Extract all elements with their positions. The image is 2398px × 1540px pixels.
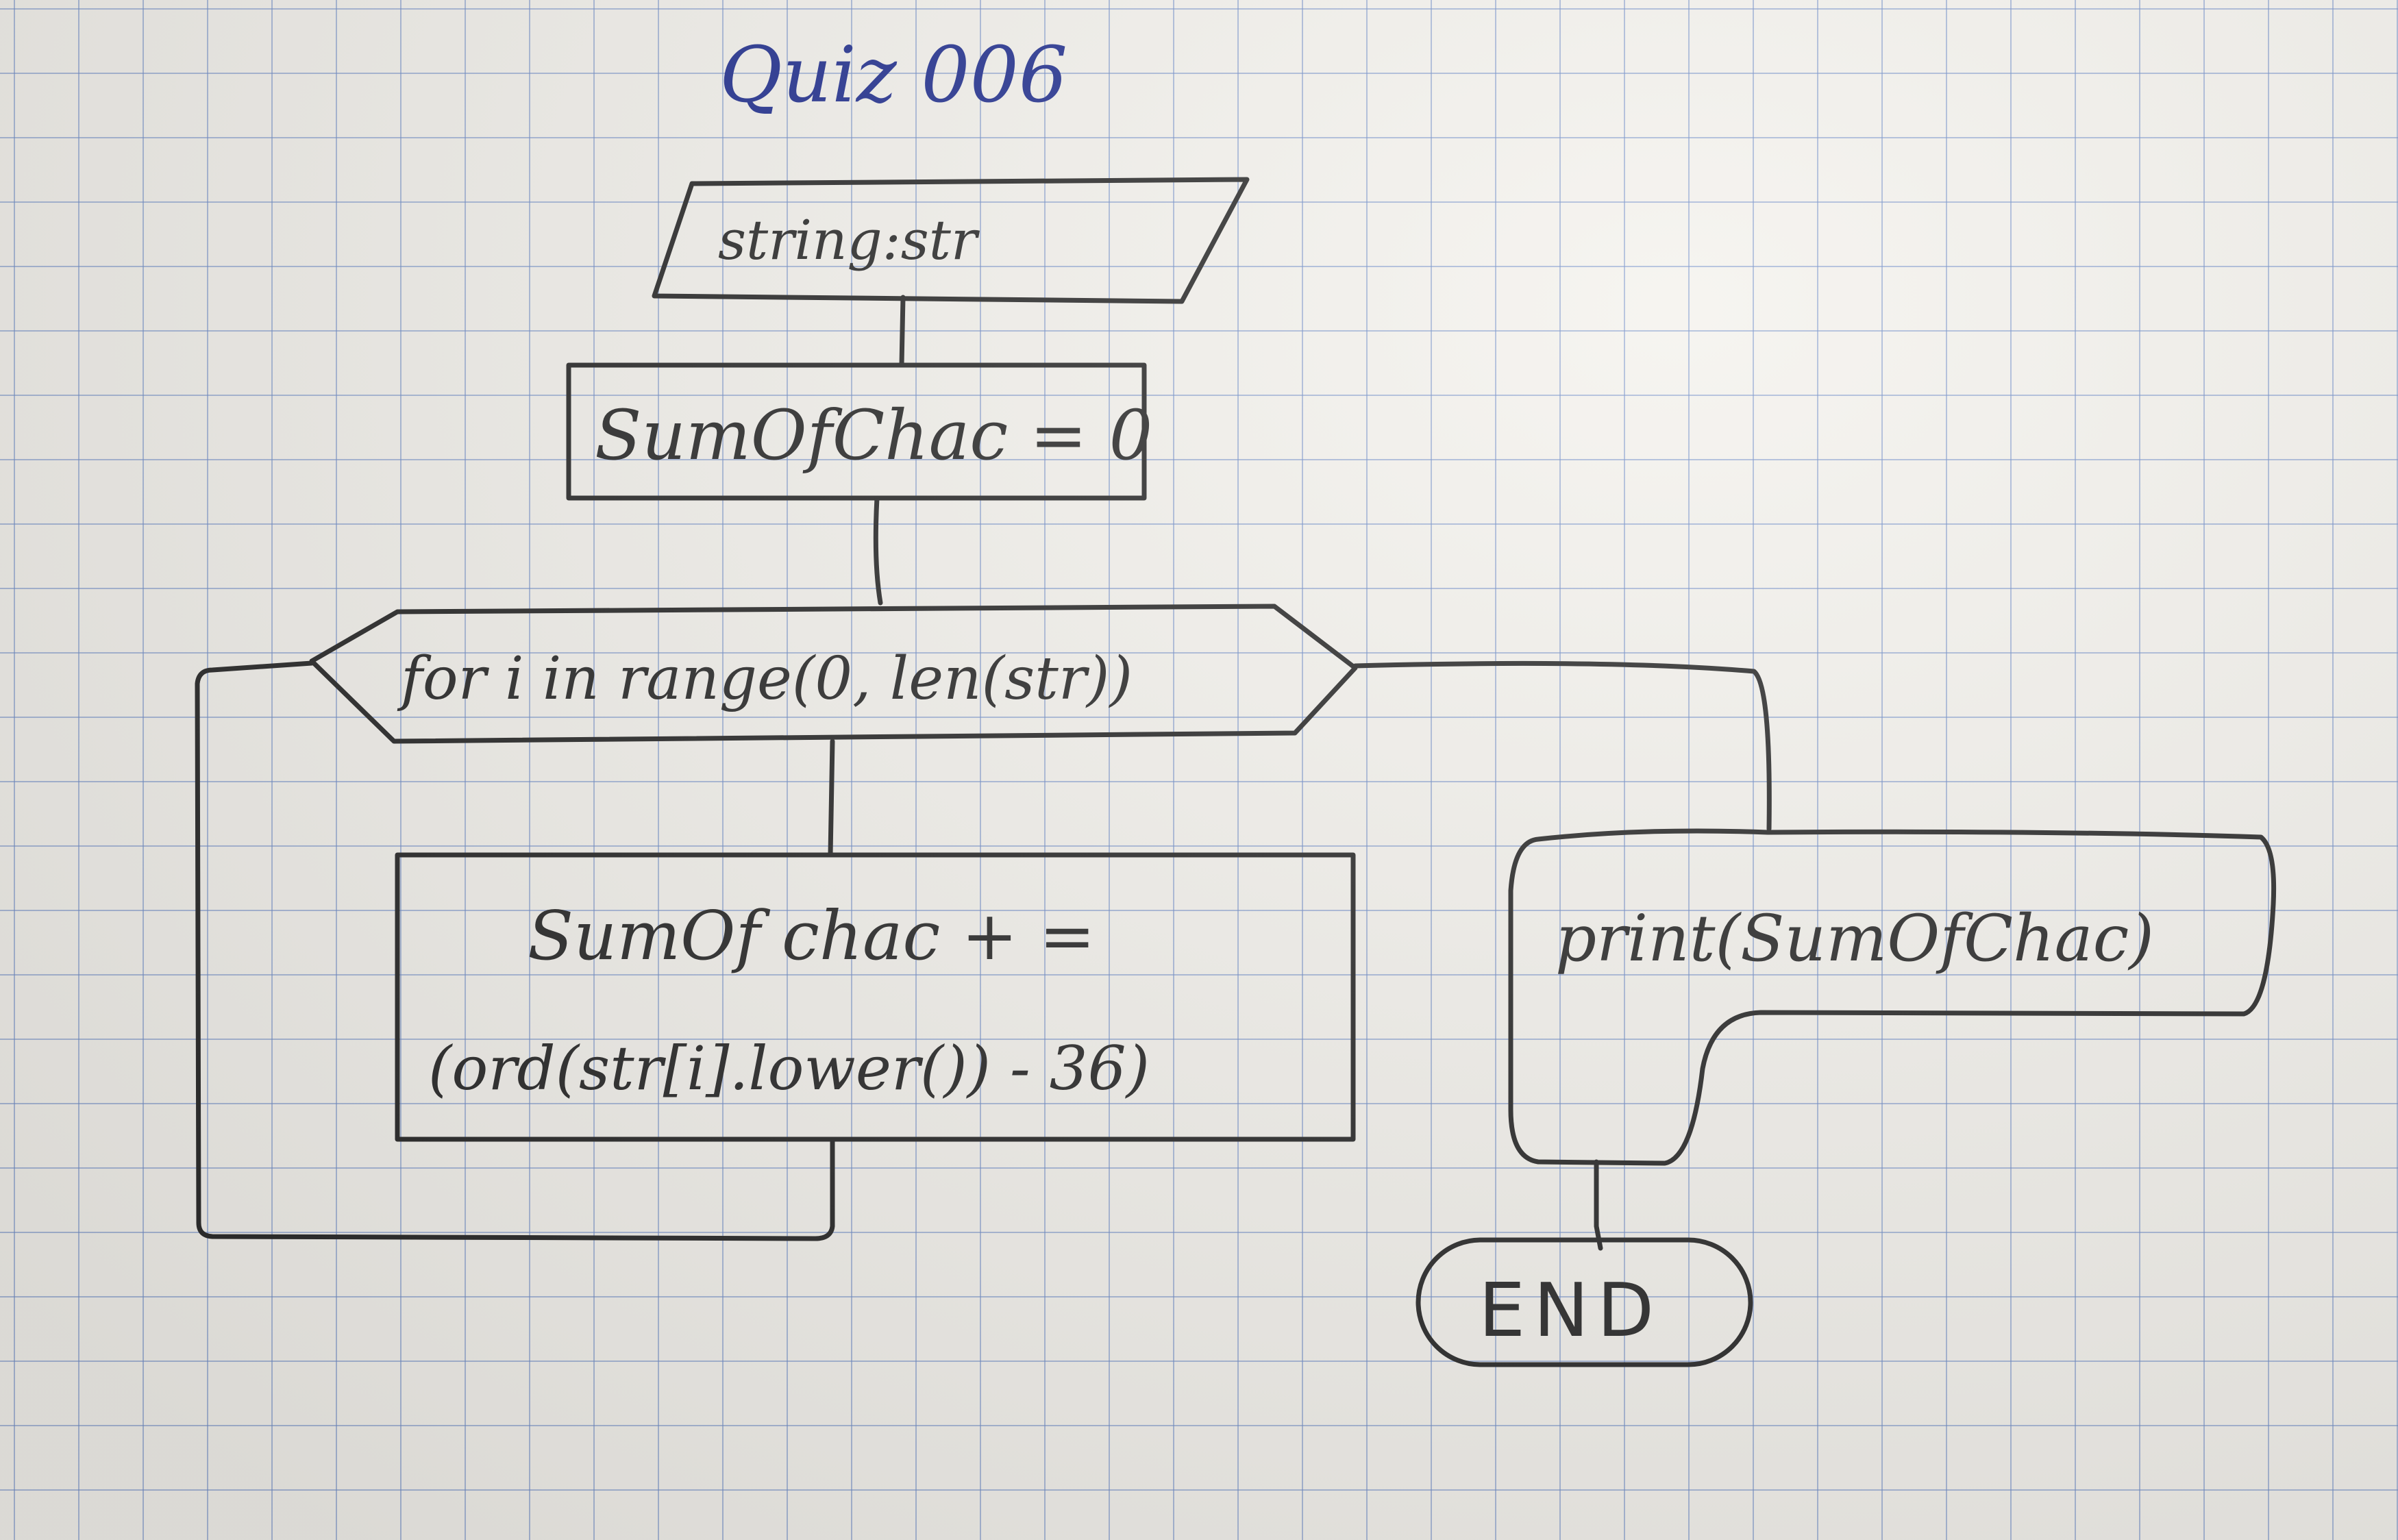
- init-process-box: [566, 362, 1147, 501]
- connector-loop-body: [828, 738, 835, 858]
- input-parallelogram: [652, 177, 1250, 304]
- body-process-box: [395, 852, 1356, 1142]
- input-label: string:str: [718, 208, 980, 272]
- quiz-title: Quiz 006: [719, 31, 1067, 120]
- init-label: SumOfChac = 0: [595, 395, 1152, 475]
- connector-init-loop: [873, 495, 883, 606]
- loop-label: for i in range(0, len(str)): [397, 645, 1133, 713]
- connector-output-end: [1594, 1159, 1603, 1251]
- output-label: print(SumOfChac): [1555, 902, 2154, 976]
- connector-loop-back: [195, 660, 835, 1241]
- connector-loop-exit: [1352, 660, 1772, 832]
- output-display-shape: [1508, 828, 2277, 1166]
- end-label: END: [1479, 1268, 1662, 1354]
- end-terminator: [1416, 1237, 1753, 1367]
- connector-input-init: [899, 295, 906, 368]
- body-line1: SumOf chac + =: [528, 897, 1096, 976]
- body-line2: (ord(str[i].lower()) - 36): [428, 1033, 1150, 1104]
